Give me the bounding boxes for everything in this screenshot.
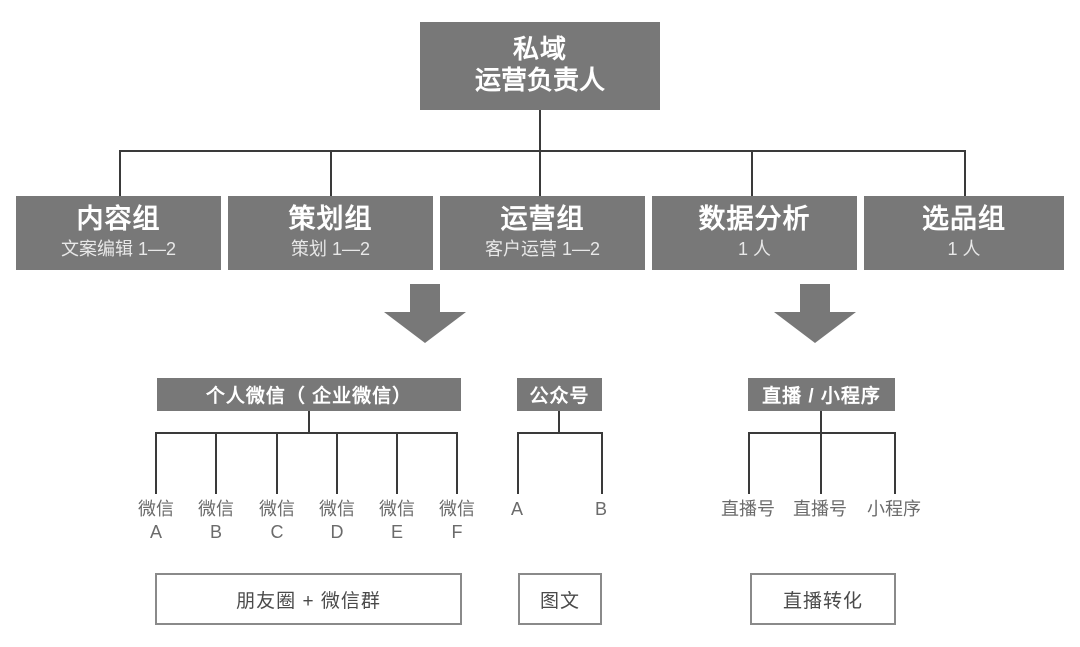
leaf-line2: F	[451, 522, 463, 543]
connector-drop-wechat-e	[396, 432, 398, 494]
leaf-line1: 微信	[259, 499, 295, 519]
leaf-line1: 微信	[439, 499, 475, 519]
connector-bracket-live	[748, 432, 896, 434]
leaf-line1: 直播号	[793, 499, 847, 519]
team-box-selection[interactable]: 选品组 1 人	[864, 196, 1064, 270]
connector-drop-wechat-d	[336, 432, 338, 494]
connector-drop-wechat-b	[215, 432, 217, 494]
team-staff: 文案编辑 1—2	[60, 239, 177, 260]
leaf-line2: E	[390, 522, 403, 543]
connector-drop-live-2	[820, 432, 822, 494]
org-root-title-line2: 运营负责人	[474, 65, 605, 96]
connector-drop-wechat-f	[456, 432, 458, 494]
connector-stem-personal-wechat	[308, 411, 310, 433]
connector-drop-team-1	[119, 150, 121, 197]
connector-drop-wechat-a	[155, 432, 157, 494]
team-box-planning[interactable]: 策划组 策划 1—2	[228, 196, 433, 270]
leaf-line2: B	[209, 522, 222, 543]
leaf-line1: 直播号	[721, 499, 775, 519]
connector-stem-official-account	[558, 411, 560, 433]
down-arrow-operations	[382, 284, 468, 344]
team-name: 内容组	[76, 204, 161, 235]
team-box-content[interactable]: 内容组 文案编辑 1—2	[16, 196, 221, 270]
connector-drop-team-5	[964, 150, 966, 197]
leaf-mp-b: B	[581, 498, 621, 521]
connector-drop-live-1	[748, 432, 750, 494]
channel-chip-live-miniprogram[interactable]: 直播 / 小程序	[748, 378, 895, 411]
leaf-live-2: 直播号	[784, 498, 856, 521]
leaf-wechat-e: 微信 E	[366, 498, 428, 545]
leaf-wechat-c: 微信 C	[246, 498, 308, 545]
team-staff: 客户运营 1—2	[484, 239, 601, 260]
leaf-line1: 微信	[319, 499, 355, 519]
leaf-wechat-f: 微信 F	[426, 498, 488, 545]
team-name: 运营组	[500, 204, 585, 235]
connector-bracket-personal-wechat	[155, 432, 458, 434]
connector-drop-live-3	[894, 432, 896, 494]
team-name: 选品组	[922, 204, 1006, 235]
leaf-line2: D	[330, 522, 344, 543]
team-box-operations[interactable]: 运营组 客户运营 1—2	[440, 196, 645, 270]
down-arrow-selection	[772, 284, 858, 344]
org-root-box[interactable]: 私域 运营负责人	[420, 22, 660, 110]
leaf-wechat-a: 微信 A	[125, 498, 187, 545]
connector-drop-team-2	[330, 150, 332, 197]
connector-drop-mp-a	[517, 432, 519, 494]
team-staff: 1 人	[947, 239, 981, 260]
org-root-title-line1: 私域	[512, 33, 567, 64]
connector-root-stem	[539, 110, 541, 151]
leaf-live-miniprogram: 小程序	[858, 498, 930, 521]
channel-chip-personal-wechat[interactable]: 个人微信（ 企业微信）	[157, 378, 461, 411]
leaf-line2: C	[270, 522, 284, 543]
channel-chip-official-account[interactable]: 公众号	[517, 378, 602, 411]
outcome-box-live-conversion[interactable]: 直播转化	[750, 573, 896, 625]
team-staff: 策划 1—2	[290, 239, 371, 260]
connector-drop-team-3	[539, 150, 541, 197]
leaf-line1: A	[510, 499, 523, 519]
leaf-line2: A	[149, 522, 162, 543]
outcome-label: 直播转化	[782, 590, 863, 612]
channel-label: 个人微信（ 企业微信）	[205, 386, 413, 407]
channel-label: 公众号	[529, 386, 590, 407]
connector-drop-team-4	[751, 150, 753, 197]
leaf-line1: 小程序	[867, 499, 921, 519]
team-name: 策划组	[288, 204, 373, 235]
connector-bracket-official-account	[517, 432, 603, 434]
outcome-label: 朋友圈 + 微信群	[236, 590, 381, 612]
team-staff: 1 人	[737, 239, 771, 260]
team-name: 数据分析	[698, 204, 811, 235]
outcome-box-graphic-text[interactable]: 图文	[518, 573, 602, 625]
leaf-wechat-d: 微信 D	[306, 498, 368, 545]
leaf-line1: B	[594, 499, 607, 519]
leaf-mp-a: A	[497, 498, 537, 521]
leaf-wechat-b: 微信 B	[185, 498, 247, 545]
connector-team-bracket	[119, 150, 966, 152]
channel-label: 直播 / 小程序	[762, 386, 881, 407]
connector-drop-mp-b	[601, 432, 603, 494]
outcome-box-moments-groups[interactable]: 朋友圈 + 微信群	[155, 573, 462, 625]
outcome-label: 图文	[539, 590, 580, 612]
leaf-line1: 微信	[198, 499, 234, 519]
leaf-line1: 微信	[379, 499, 415, 519]
connector-stem-live	[820, 411, 822, 433]
leaf-live-1: 直播号	[712, 498, 784, 521]
leaf-line1: 微信	[138, 499, 174, 519]
connector-drop-wechat-c	[276, 432, 278, 494]
team-box-data-analysis[interactable]: 数据分析 1 人	[652, 196, 857, 270]
